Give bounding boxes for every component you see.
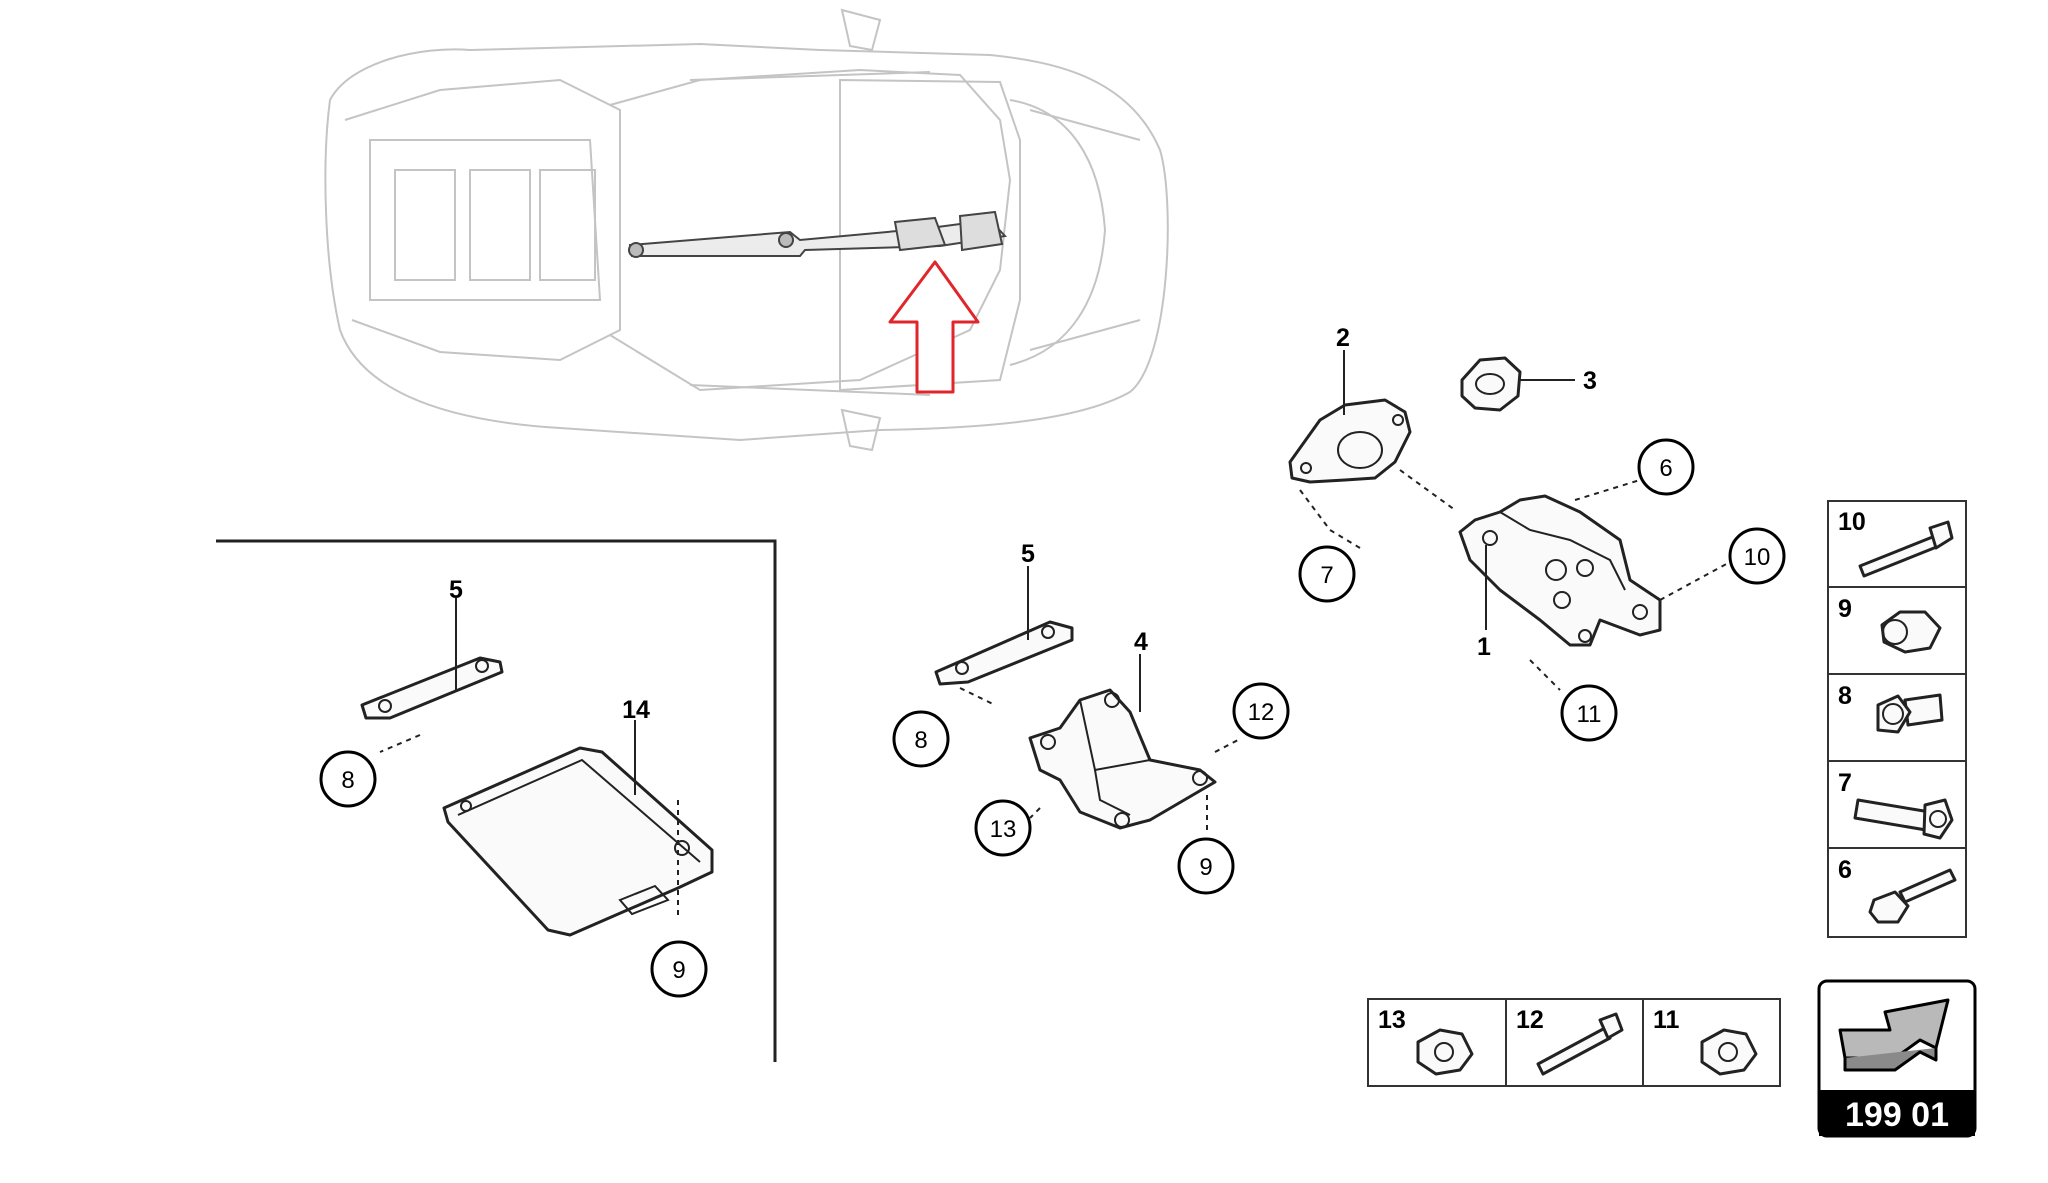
part-5-center-plate bbox=[934, 620, 1074, 686]
callout-9-left bbox=[650, 940, 708, 998]
hw-label-13: 13 bbox=[1378, 1006, 1406, 1034]
callout-10-label: 10 bbox=[1744, 544, 1771, 571]
part-2-bracket bbox=[1288, 398, 1412, 484]
callout-9-center-label: 9 bbox=[1199, 854, 1212, 881]
callout-11 bbox=[1560, 684, 1618, 742]
part-3-bushing bbox=[1460, 356, 1522, 412]
part-label-4: 4 bbox=[1134, 628, 1148, 656]
flange-nut-icon bbox=[1880, 610, 1942, 654]
callout-7-label: 7 bbox=[1320, 562, 1333, 589]
callout-8-center bbox=[892, 710, 950, 768]
part-4-bracket bbox=[1028, 688, 1217, 830]
callout-9-left-label: 9 bbox=[672, 957, 685, 984]
callout-8-left-label: 8 bbox=[341, 767, 354, 794]
part-label-3: 3 bbox=[1583, 367, 1597, 395]
part-label-1: 1 bbox=[1477, 633, 1491, 661]
flange-bolt-icon bbox=[1876, 693, 1944, 734]
callout-11-label: 11 bbox=[1577, 701, 1602, 728]
red-up-arrow-icon bbox=[888, 260, 980, 394]
callout-9-center bbox=[1177, 837, 1235, 895]
part-label-14: 14 bbox=[622, 696, 650, 724]
page-reference: 199 01 bbox=[1845, 1096, 1949, 1134]
callout-12-label: 12 bbox=[1248, 699, 1275, 726]
callout-10 bbox=[1728, 527, 1786, 585]
part-label-5-left: 5 bbox=[449, 576, 463, 604]
callout-13 bbox=[974, 799, 1032, 857]
hw-label-12: 12 bbox=[1516, 1006, 1544, 1034]
callout-8-left bbox=[319, 750, 377, 808]
short-bolt-icon bbox=[1853, 798, 1954, 840]
hardware-table-bottom: 13 12 11 bbox=[1367, 998, 1781, 1087]
car-top-view bbox=[324, 8, 1169, 452]
hw-cell-12 bbox=[1505, 998, 1644, 1087]
hardware-table-right: 10 9 8 7 6 bbox=[1827, 500, 1967, 938]
part-14-panel bbox=[442, 746, 714, 937]
hw-label-10: 10 bbox=[1838, 508, 1866, 536]
part-label-5-center: 5 bbox=[1021, 540, 1035, 568]
inset-frame bbox=[216, 539, 777, 1062]
hw-label-7: 7 bbox=[1838, 769, 1852, 797]
callout-12 bbox=[1232, 682, 1290, 740]
hw-label-6: 6 bbox=[1838, 856, 1852, 884]
hex-bolt-icon bbox=[1868, 868, 1957, 924]
callout-7 bbox=[1298, 545, 1356, 603]
hw-label-11: 11 bbox=[1653, 1006, 1680, 1034]
callout-8-center-label: 8 bbox=[914, 727, 927, 754]
hw-label-9: 9 bbox=[1838, 595, 1852, 623]
3d-arrow-icon bbox=[1838, 998, 1950, 1072]
flange-nut-icon-11 bbox=[1700, 1028, 1758, 1076]
callout-13-label: 13 bbox=[990, 816, 1017, 843]
callout-6 bbox=[1637, 438, 1695, 496]
part-5-left-plate bbox=[360, 656, 504, 720]
long-bolt-icon-12 bbox=[1536, 1012, 1624, 1076]
callout-6-label: 6 bbox=[1659, 455, 1672, 482]
long-bolt-icon bbox=[1858, 520, 1954, 578]
hw-label-8: 8 bbox=[1838, 682, 1852, 710]
page-nav-button[interactable]: 199 01 bbox=[1817, 979, 1977, 1138]
part-label-2: 2 bbox=[1336, 324, 1350, 352]
flange-nut-icon-13 bbox=[1416, 1028, 1474, 1076]
part-1-mount bbox=[1458, 494, 1662, 647]
